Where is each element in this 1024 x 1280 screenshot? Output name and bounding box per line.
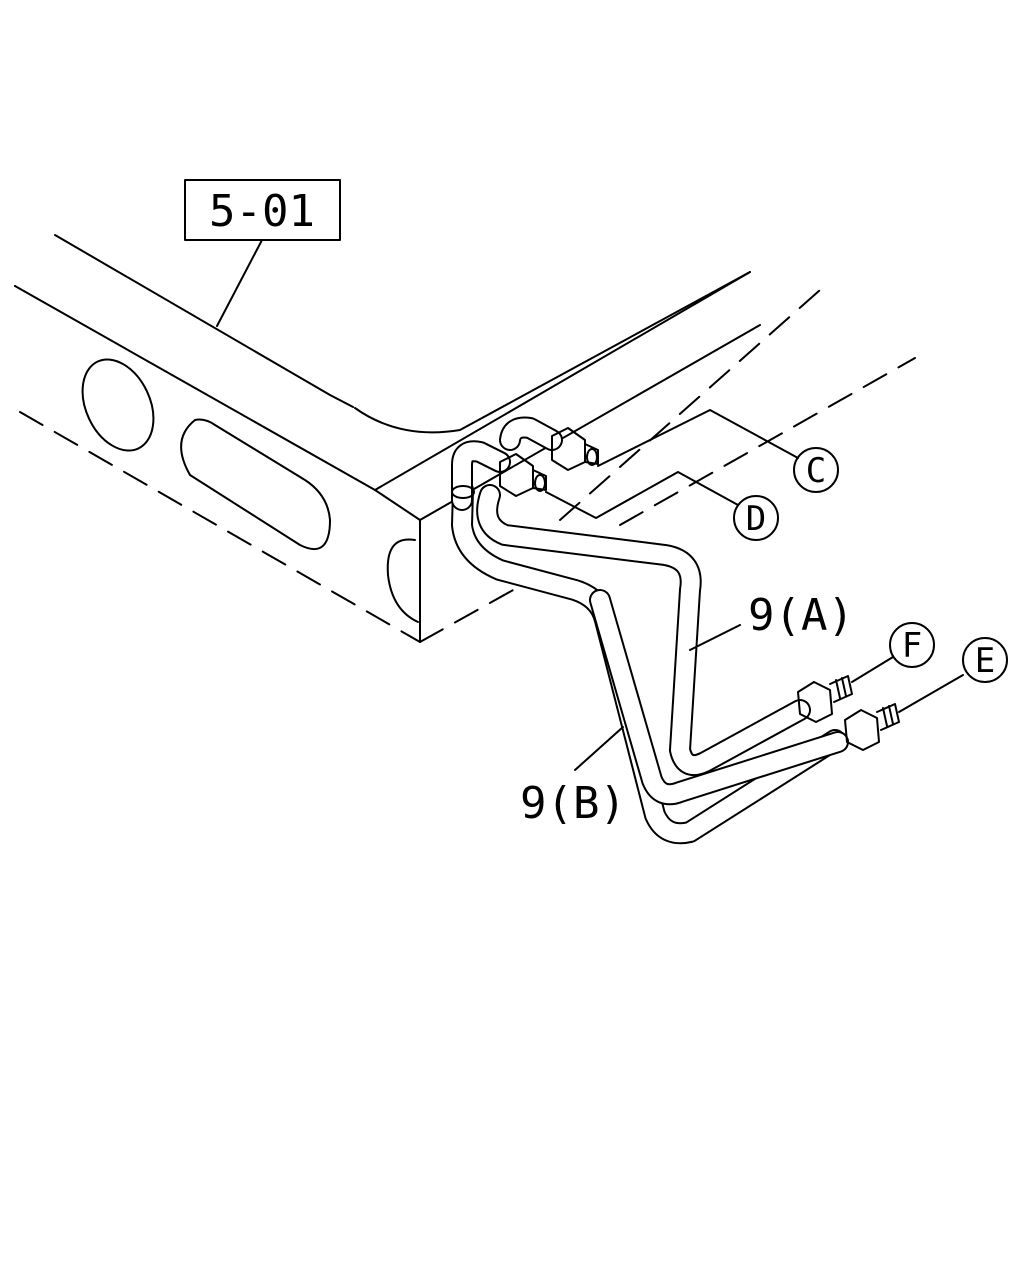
pipe-middle (589, 589, 849, 806)
leader-d (545, 471, 739, 519)
callout-d: D (733, 495, 779, 541)
pipe-upper-runs (451, 416, 563, 511)
fitting-c (551, 427, 599, 471)
reference-leader-line (216, 239, 263, 327)
fitting-e (844, 703, 900, 751)
callout-e: E (962, 637, 1008, 683)
leader-9a (689, 624, 741, 651)
callout-c: C (793, 447, 839, 493)
leader-f (851, 656, 894, 683)
fitting-d (499, 453, 547, 497)
frame-member (14, 234, 916, 643)
callout-f: F (889, 622, 935, 668)
leader-9b (574, 726, 624, 771)
part-label-9a: 9(A) (748, 590, 854, 641)
leader-lines (545, 409, 964, 771)
part-label-9b: 9(B) (520, 778, 626, 829)
callout-c-label: C (806, 451, 826, 491)
reference-box-label: 5-01 (209, 186, 315, 237)
callout-f-label: F (902, 626, 922, 666)
pipe-a (476, 484, 811, 776)
callout-d-label: D (746, 499, 766, 539)
leader-c (597, 409, 799, 467)
fitting-f (797, 675, 853, 723)
leader-e (898, 674, 964, 713)
reference-box: 5-01 (184, 179, 341, 327)
callout-e-label: E (975, 641, 995, 681)
